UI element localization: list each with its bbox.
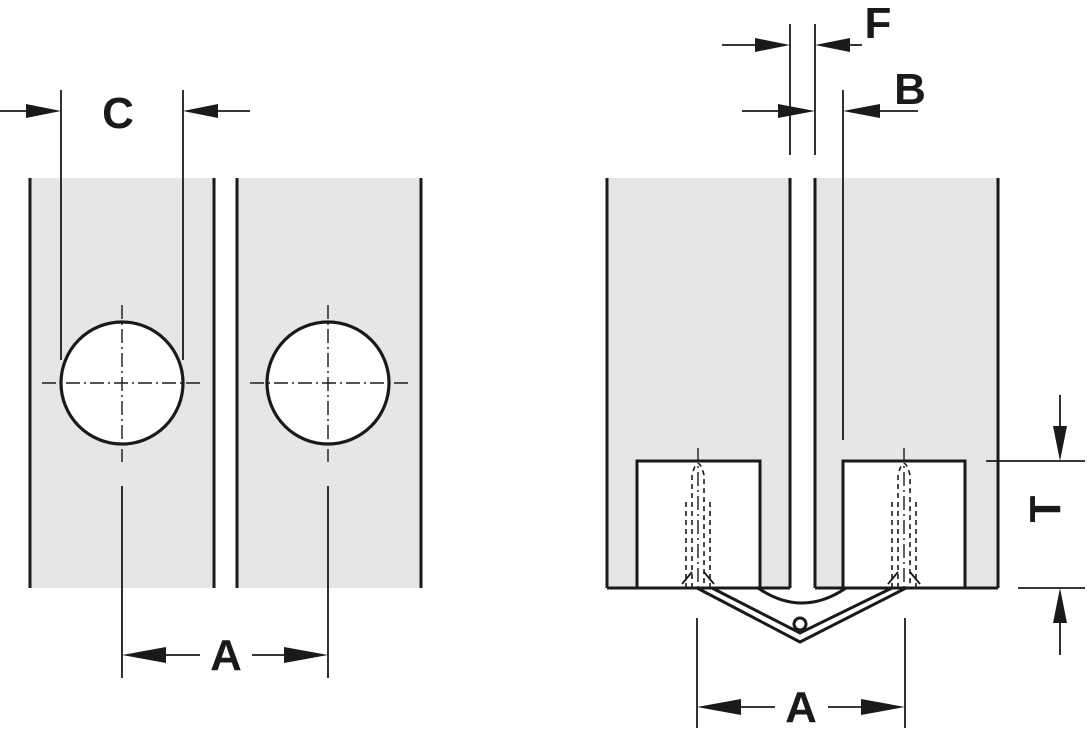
dim-label-f: F	[865, 0, 892, 48]
dim-c-arrow-left	[26, 104, 61, 118]
connector-plate-inner	[711, 586, 893, 635]
screw-2	[887, 448, 921, 590]
left-view: C A	[0, 89, 423, 680]
dim-b-arrow-right	[843, 104, 880, 118]
right-view: F B T A	[605, 0, 1085, 730]
dim-a-left-arrow-right	[284, 647, 328, 663]
connector-plate	[696, 586, 907, 644]
dim-label-a-left: A	[210, 631, 242, 680]
dim-f-arrow-left	[755, 38, 790, 52]
connector-arc	[757, 586, 847, 605]
dim-b-arrow-left	[778, 104, 815, 118]
dim-t-arrow-bottom	[1053, 588, 1067, 623]
connector-pin	[792, 616, 808, 632]
dim-label-c: C	[102, 89, 134, 138]
dim-label-b: B	[894, 65, 926, 114]
dim-a-left-arrow-left	[122, 647, 166, 663]
dim-a-right-arrow-left	[697, 699, 741, 715]
dim-c-arrow-right	[183, 104, 218, 118]
dim-label-a-right: A	[785, 683, 817, 730]
dim-t-arrow-top	[1053, 426, 1067, 461]
dim-label-t: T	[1021, 495, 1070, 522]
dim-a-right-arrow-right	[861, 699, 905, 715]
dim-f-arrow-right	[815, 38, 850, 52]
screw-1	[681, 448, 715, 590]
